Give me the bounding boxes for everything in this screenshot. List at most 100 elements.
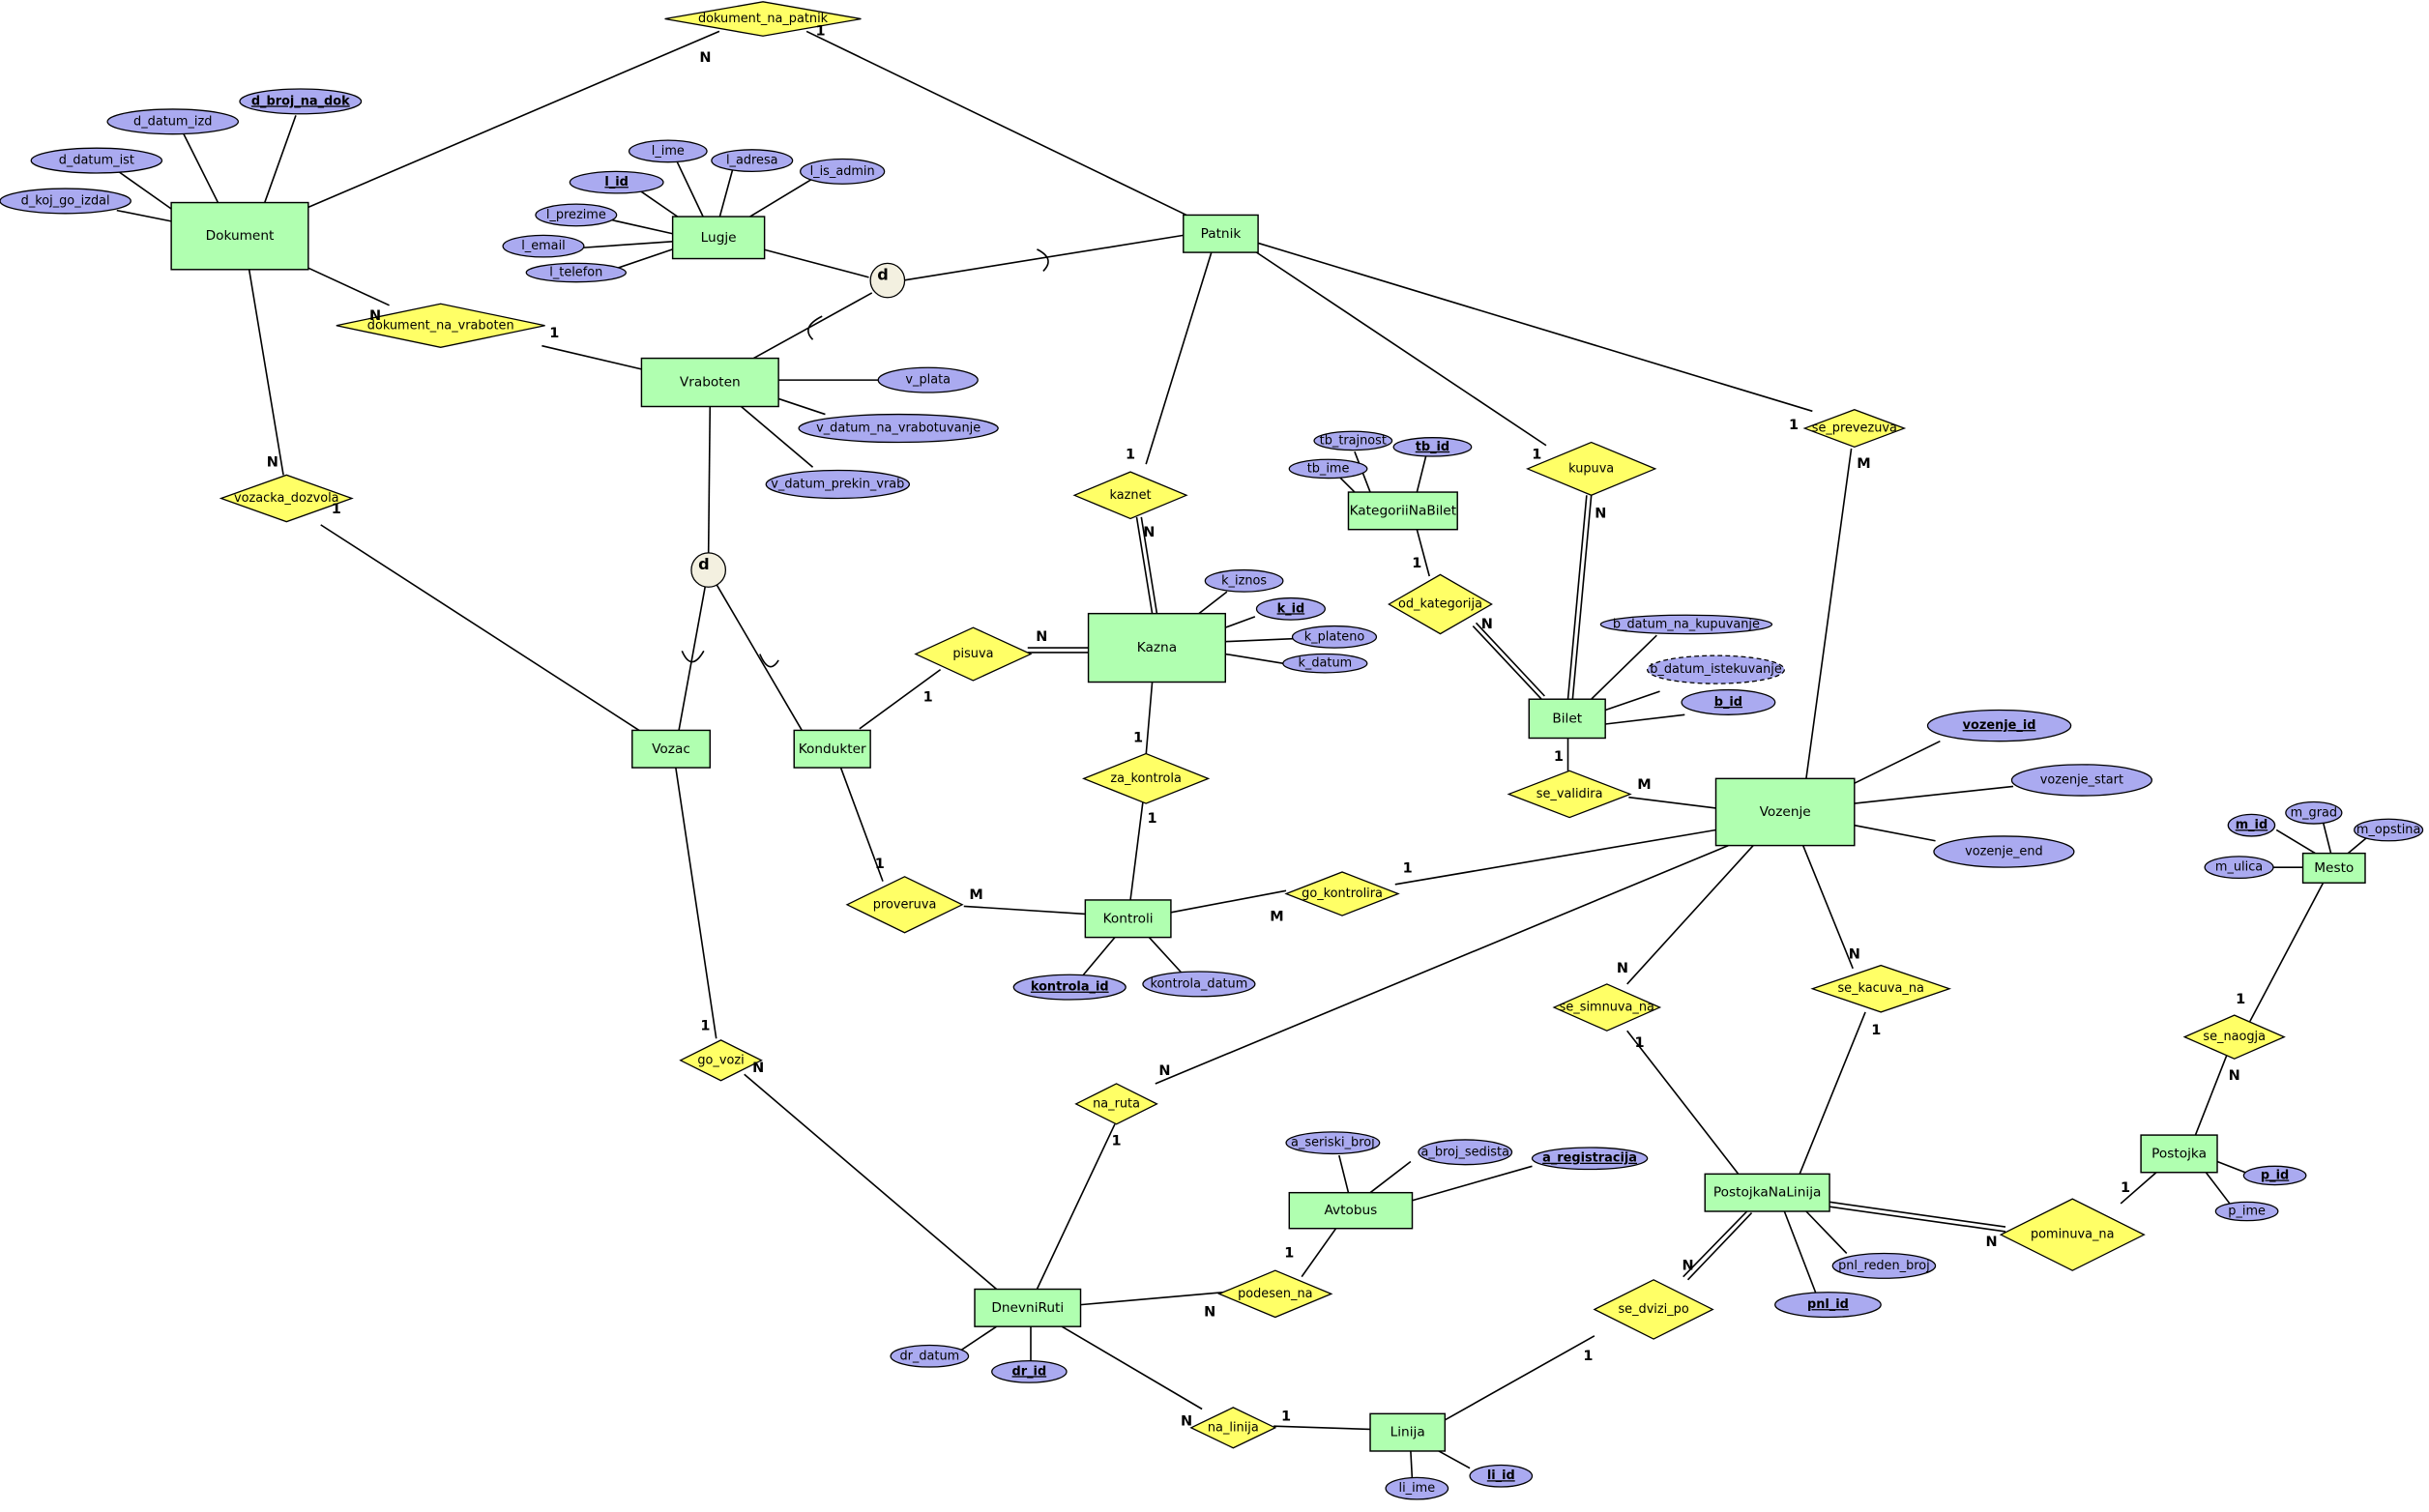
attribute-b-datum-istekuvanje[interactable]: b_datum_istekuvanje: [1647, 654, 1785, 684]
relationship-proveruva[interactable]: proveruva: [845, 876, 964, 934]
attribute-kontrola-id[interactable]: kontrola_id: [1012, 974, 1127, 1001]
entity-vozenje[interactable]: Vozenje: [1714, 777, 1856, 847]
relationship-diamond: [914, 626, 1033, 682]
relationship-na-ruta[interactable]: na_ruta: [1074, 1083, 1158, 1125]
entity-kazna[interactable]: Kazna: [1087, 612, 1226, 683]
attribute-v-plata[interactable]: v_plata: [877, 366, 979, 393]
attribute-v-datum-na-vrabotuvanje[interactable]: v_datum_na_vrabotuvanje: [798, 413, 999, 444]
attribute-label: dr_datum: [899, 1349, 959, 1363]
entity-vozac[interactable]: Vozac: [631, 729, 712, 769]
attribute-k-datum[interactable]: k_datum: [1282, 653, 1368, 674]
attribute-l-prezime[interactable]: l_prezime: [535, 203, 618, 227]
attribute-dr-datum[interactable]: dr_datum: [890, 1344, 970, 1368]
relationship-kaznet[interactable]: kaznet: [1072, 471, 1188, 520]
entity-dnevniruti[interactable]: DnevniRuti: [974, 1288, 1082, 1327]
attribute-d-broj-na-dok[interactable]: d_broj_na_dok: [239, 88, 363, 115]
relationship-od-kategorija[interactable]: od_kategorija: [1388, 573, 1493, 635]
attribute-a-seriski-broj[interactable]: a_seriski_broj: [1285, 1131, 1381, 1155]
attribute-m-id[interactable]: m_id: [2227, 813, 2276, 837]
attribute-m-opstina[interactable]: m_opstina: [2354, 818, 2424, 842]
attribute-li-ime[interactable]: li_ime: [1385, 1476, 1449, 1500]
attribute-l-adresa[interactable]: l_adresa: [711, 149, 794, 172]
attribute-tb-trajnost[interactable]: tb_trajnost: [1313, 430, 1393, 451]
attribute-label: d_datum_izd: [133, 114, 212, 129]
relationship-pominuva-na[interactable]: pominuva_na: [1999, 1198, 2146, 1271]
relationship-pisuva[interactable]: pisuva: [914, 626, 1033, 682]
attribute-k-id[interactable]: k_id: [1255, 596, 1326, 621]
attribute-l-email[interactable]: l_email: [502, 234, 585, 258]
relationship-se-naogja[interactable]: se_naogja: [2182, 1014, 2286, 1060]
cardinality-label: N: [1617, 961, 1628, 976]
entity-patnik[interactable]: Patnik: [1183, 214, 1259, 253]
relationship-na-linija[interactable]: na_linija: [1189, 1407, 1277, 1449]
attribute-pnl-id[interactable]: pnl_id: [1774, 1292, 1882, 1319]
attribute-pnl-reden-broj[interactable]: pnl_reden_broj: [1831, 1252, 1937, 1279]
attribute-v-datum-prekin-vrab[interactable]: v_datum_prekin_vrab: [765, 469, 911, 500]
attribute-li-id[interactable]: li_id: [1469, 1464, 1534, 1488]
attribute-p-id[interactable]: p_id: [2242, 1165, 2307, 1186]
entity-dokument[interactable]: Dokument: [170, 201, 309, 271]
attribute-m-grad[interactable]: m_grad: [2285, 800, 2343, 825]
attribute-b-id[interactable]: b_id: [1681, 688, 1776, 715]
relationship-se-dvizi-po[interactable]: se_dvizi_po: [1593, 1279, 1714, 1340]
attribute-l-ime[interactable]: l_ime: [628, 139, 708, 163]
relationship-za-kontrola[interactable]: za_kontrola: [1082, 752, 1211, 804]
attribute-ellipse: [1647, 654, 1785, 684]
entity-pnl[interactable]: PostojkaNaLinija: [1704, 1173, 1830, 1212]
entity-linija[interactable]: Linija: [1369, 1412, 1447, 1452]
relationship-kupuva[interactable]: kupuva: [1525, 441, 1657, 496]
attribute-m-ulica[interactable]: m_ulica: [2204, 856, 2274, 880]
entity-kontroli[interactable]: Kontroli: [1084, 899, 1172, 939]
attribute-label: a_broj_sedista: [1421, 1145, 1509, 1159]
cardinality-label: N: [1158, 1063, 1170, 1079]
relationship-se-validira[interactable]: se_validira: [1507, 770, 1632, 819]
attribute-label: k_iznos: [1221, 573, 1267, 588]
key-attribute-label: li_id: [1487, 1468, 1515, 1483]
attribute-k-iznos[interactable]: k_iznos: [1204, 568, 1284, 593]
attribute-a-broj-sedista[interactable]: a_broj_sedista: [1418, 1139, 1513, 1166]
entity-label: PostojkaNaLinija: [1713, 1185, 1821, 1201]
entity-kondukter[interactable]: Kondukter: [793, 729, 871, 769]
entity-lugje[interactable]: Lugje: [671, 216, 766, 260]
edge-lugje-l_ime: [675, 159, 705, 219]
edge-dnevniruti-dr_datum: [958, 1325, 998, 1352]
attribute-tb-ime[interactable]: tb_ime: [1288, 458, 1368, 480]
entity-kategorii[interactable]: KategoriiNaBilet: [1347, 491, 1458, 531]
entity-box: [640, 357, 779, 408]
attribute-kontrola-datum[interactable]: kontrola_datum: [1142, 971, 1256, 998]
entity-bilet[interactable]: Bilet: [1528, 698, 1606, 740]
attribute-l-id[interactable]: l_id: [569, 170, 664, 194]
attribute-vozenje-id[interactable]: vozenje_id: [1926, 709, 2072, 742]
relationship-se-kacuva-na[interactable]: se_kacuva_na: [1810, 964, 1952, 1013]
relationship-diamond: [1552, 983, 1662, 1032]
entity-vraboten[interactable]: Vraboten: [640, 357, 779, 408]
entity-avtobus[interactable]: Avtobus: [1288, 1191, 1414, 1230]
relationship-se-prevezuva[interactable]: se_prevezuva: [1802, 409, 1907, 449]
relationship-dokument-na-patnik[interactable]: dokument_na_patnik: [664, 1, 862, 37]
relationship-diamond: [219, 474, 354, 523]
attribute-dr-id[interactable]: dr_id: [991, 1359, 1068, 1383]
attribute-tb-id[interactable]: tb_id: [1392, 437, 1473, 457]
relationship-dokument-na-vraboten[interactable]: dokument_na_vraboten: [336, 303, 545, 348]
attribute-d-datum-izd[interactable]: d_datum_izd: [106, 108, 240, 135]
attributes: d_broj_na_dok d_datum_izd d_datum_ist d_koj…: [0, 88, 2424, 1500]
attribute-vozenje-start[interactable]: vozenje_start: [2010, 764, 2153, 797]
relationship-vozacka-dozvola[interactable]: vozacka_dozvola: [219, 474, 354, 523]
attribute-vozenje-end[interactable]: vozenje_end: [1933, 835, 2075, 868]
relationship-go-vozi[interactable]: go_vozi: [679, 1039, 763, 1082]
entity-box: [1183, 214, 1259, 253]
attribute-p-ime[interactable]: p_ime: [2214, 1201, 2279, 1222]
entity-mesto[interactable]: Mesto: [2301, 852, 2366, 884]
attribute-l-is-admin[interactable]: l_is_admin: [800, 158, 886, 185]
entity-postojka[interactable]: Postojka: [2140, 1134, 2218, 1174]
attribute-d-koj-go-izdal[interactable]: d_koj_go_izdal: [0, 188, 132, 215]
attribute-d-datum-ist[interactable]: d_datum_ist: [30, 147, 163, 174]
attribute-k-plateno[interactable]: k_plateno: [1291, 625, 1378, 649]
relationship-se-simnuva-na[interactable]: se_simnuva_na: [1552, 983, 1662, 1032]
relationship-podesen-na[interactable]: podesen_na: [1217, 1269, 1333, 1319]
attribute-l-telefon[interactable]: l_telefon: [525, 262, 627, 283]
attribute-a-registracija[interactable]: a_registracija: [1531, 1147, 1649, 1171]
relationship-go-kontrolira[interactable]: go_kontrolira: [1284, 871, 1400, 916]
edge-kontroli-go_kontrolira: [1170, 889, 1287, 914]
attribute-b-datum-na-kupuvanje[interactable]: b_datum_na_kupuvanje: [1599, 614, 1773, 635]
